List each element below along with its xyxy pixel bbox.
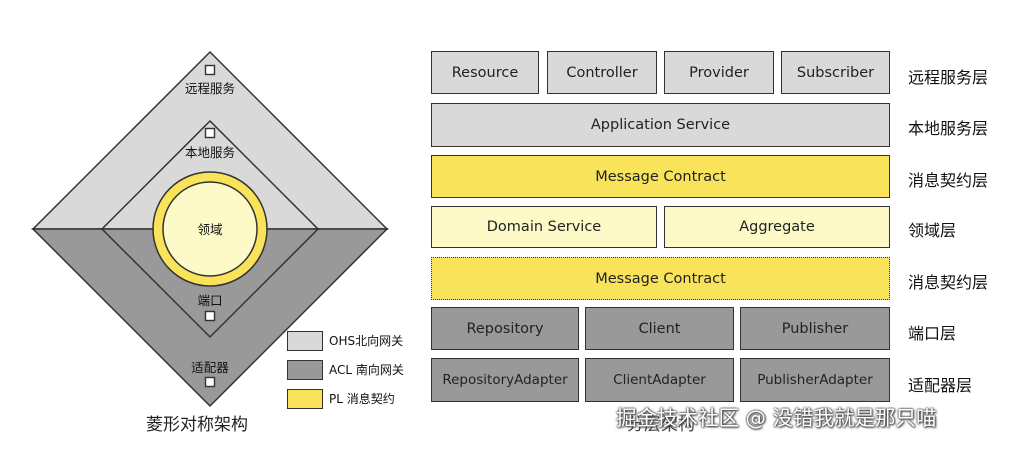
legend-swatch-pl: [287, 389, 323, 409]
adapter-marker: [204, 376, 216, 388]
port-label: 端口: [197, 293, 222, 308]
legend-swatch-ohs: [287, 331, 323, 351]
diamond-architecture: 远程服务 本地服务 领域 端口 适配器: [31, 50, 389, 408]
layer-label-remote: 远程服务层: [908, 68, 989, 87]
legend-label-ohs: OHS北向网关: [329, 334, 404, 348]
port-marker: [204, 310, 216, 322]
block-application-service: Application Service: [431, 103, 890, 147]
local-service-marker: [204, 127, 216, 139]
local-service-label: 本地服务: [185, 145, 235, 160]
block-publisher-adapter: PublisherAdapter: [740, 358, 890, 402]
block-controller: Controller: [547, 51, 657, 94]
remote-service-label: 远程服务: [185, 81, 235, 96]
adapter-label: 适配器: [191, 360, 229, 375]
legend-swatch-acl: [287, 360, 323, 380]
block-message-contract-top: Message Contract: [431, 155, 890, 198]
block-repository-adapter: RepositoryAdapter: [431, 358, 579, 402]
layer-label-message-top: 消息契约层: [908, 171, 989, 190]
layer-label-domain: 领域层: [908, 221, 957, 240]
layer-label-port: 端口层: [908, 324, 957, 343]
watermark-text: 掘金技术社区 @ 没错我就是那只喵: [616, 406, 937, 430]
block-repository: Repository: [431, 307, 579, 350]
block-client: Client: [585, 307, 734, 350]
diamond-caption: 菱形对称架构: [146, 415, 248, 435]
layer-label-message-bottom: 消息契约层: [908, 273, 989, 292]
block-publisher: Publisher: [740, 307, 890, 350]
layer-label-adapter: 适配器层: [908, 376, 973, 395]
block-domain-service: Domain Service: [431, 206, 657, 248]
legend-label-pl: PL 消息契约: [329, 392, 395, 406]
domain-label: 领域: [197, 222, 222, 237]
block-client-adapter: ClientAdapter: [585, 358, 734, 402]
block-subscriber: Subscriber: [781, 51, 890, 94]
block-message-contract-bottom: Message Contract: [431, 257, 890, 300]
layered-caption: 分层架构: [627, 415, 695, 435]
block-provider: Provider: [664, 51, 774, 94]
layer-label-local: 本地服务层: [908, 119, 989, 138]
legend-label-acl: ACL 南向网关: [329, 363, 404, 377]
remote-service-marker: [204, 64, 216, 76]
block-resource: Resource: [431, 51, 539, 94]
block-aggregate: Aggregate: [664, 206, 890, 248]
domain-core: [162, 181, 258, 277]
